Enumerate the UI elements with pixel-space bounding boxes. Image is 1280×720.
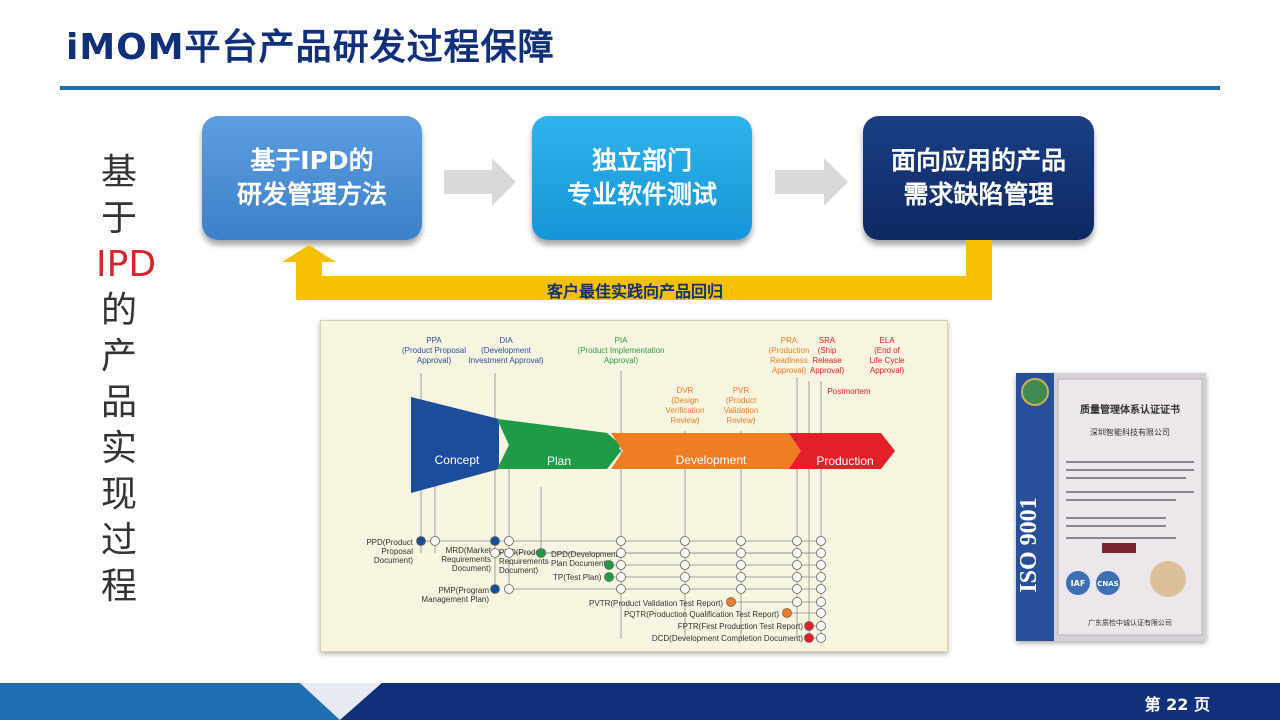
milestone-postmortem: Postmortem: [827, 387, 870, 396]
phase-development-shape: [611, 433, 813, 469]
iso-vertical-label: ISO 9001: [1016, 497, 1042, 592]
doc-fptr: FPTR(First Production Test Report): [678, 622, 804, 631]
cert-seal: [1150, 561, 1186, 597]
flow-box-requirement-management: 面向应用的产品 需求缺陷管理: [863, 116, 1094, 240]
grey-arrow-1: [444, 158, 516, 206]
vertical-char: 程: [100, 566, 137, 607]
phase-development-label: Development: [676, 453, 747, 467]
flow-arrows: [282, 158, 992, 300]
slide-title: iMOM平台产品研发过程保障: [66, 27, 555, 68]
iaf-logo: [1066, 571, 1090, 595]
cert-emblem: [1021, 378, 1049, 406]
grid-nodes: [616, 536, 826, 643]
flow-box-software-testing: 独立部门 专业软件测试: [532, 116, 752, 240]
vertical-char: 的: [100, 290, 137, 331]
cnas-logo: [1096, 571, 1120, 595]
doc-pvtr: PVTR(Product Validation Test Report): [589, 599, 723, 608]
iso9001-certificate-image: ISO 9001 质量管理体系认证证书 深圳智能科技有限公司 IAF CNAS …: [1016, 373, 1206, 641]
cert-issuer: 广东质检中诚认证有限公司: [1088, 618, 1172, 627]
vertical-char: 产: [100, 336, 137, 377]
vertical-caption: 基 于 IPD 的 产 品 实 现 过 程: [96, 150, 156, 610]
iaf-text: IAF: [1071, 579, 1086, 588]
cnas-text: CNAS: [1097, 580, 1118, 588]
cert-text-lines: [1066, 461, 1194, 539]
footer-bar: [0, 683, 1280, 720]
phase-concept-label: Concept: [435, 453, 480, 467]
doc-tp: TP(Test Plan): [553, 573, 602, 582]
doc-dcd: DCD(Development Completion Document): [652, 634, 804, 643]
phase-plan-label: Plan: [547, 454, 571, 468]
vertical-char: 过: [100, 520, 137, 561]
flow-box-ipd-method: 基于IPD的 研发管理方法: [202, 116, 422, 240]
vertical-char: 基: [100, 152, 137, 193]
document-nodes: [416, 536, 814, 643]
vertical-char: 于: [100, 198, 137, 239]
cert-heading: 质量管理体系认证证书: [1080, 403, 1180, 416]
grey-arrow-2: [775, 158, 848, 206]
ipd-process-diagram: Concept Plan Development Production PPA(…: [320, 320, 948, 652]
vertical-char: 现: [100, 474, 137, 515]
feedback-label: 客户最佳实践向产品回归: [546, 282, 723, 301]
vertical-char: 品: [100, 382, 137, 423]
phase-plan-arrow: [497, 419, 621, 469]
doc-pqtr: PQTR(Production Qualification Test Repor…: [624, 610, 779, 619]
certificate-svg: ISO 9001 质量管理体系认证证书 深圳智能科技有限公司 IAF CNAS …: [1016, 373, 1206, 641]
vertical-char: 实: [100, 428, 137, 469]
phase-production-shape: [789, 433, 895, 469]
ipd-diagram-svg: Concept Plan Development Production PPA(…: [366, 336, 905, 643]
phase-concept-shape: [411, 397, 499, 493]
page-number: 第 22 页: [1144, 695, 1210, 714]
cert-stamp-mark: [1102, 543, 1136, 553]
cert-company: 深圳智能科技有限公司: [1090, 427, 1170, 437]
feedback-arrow: [282, 240, 992, 300]
title-underline: [60, 86, 1220, 90]
phase-production-label: Production: [816, 454, 873, 468]
